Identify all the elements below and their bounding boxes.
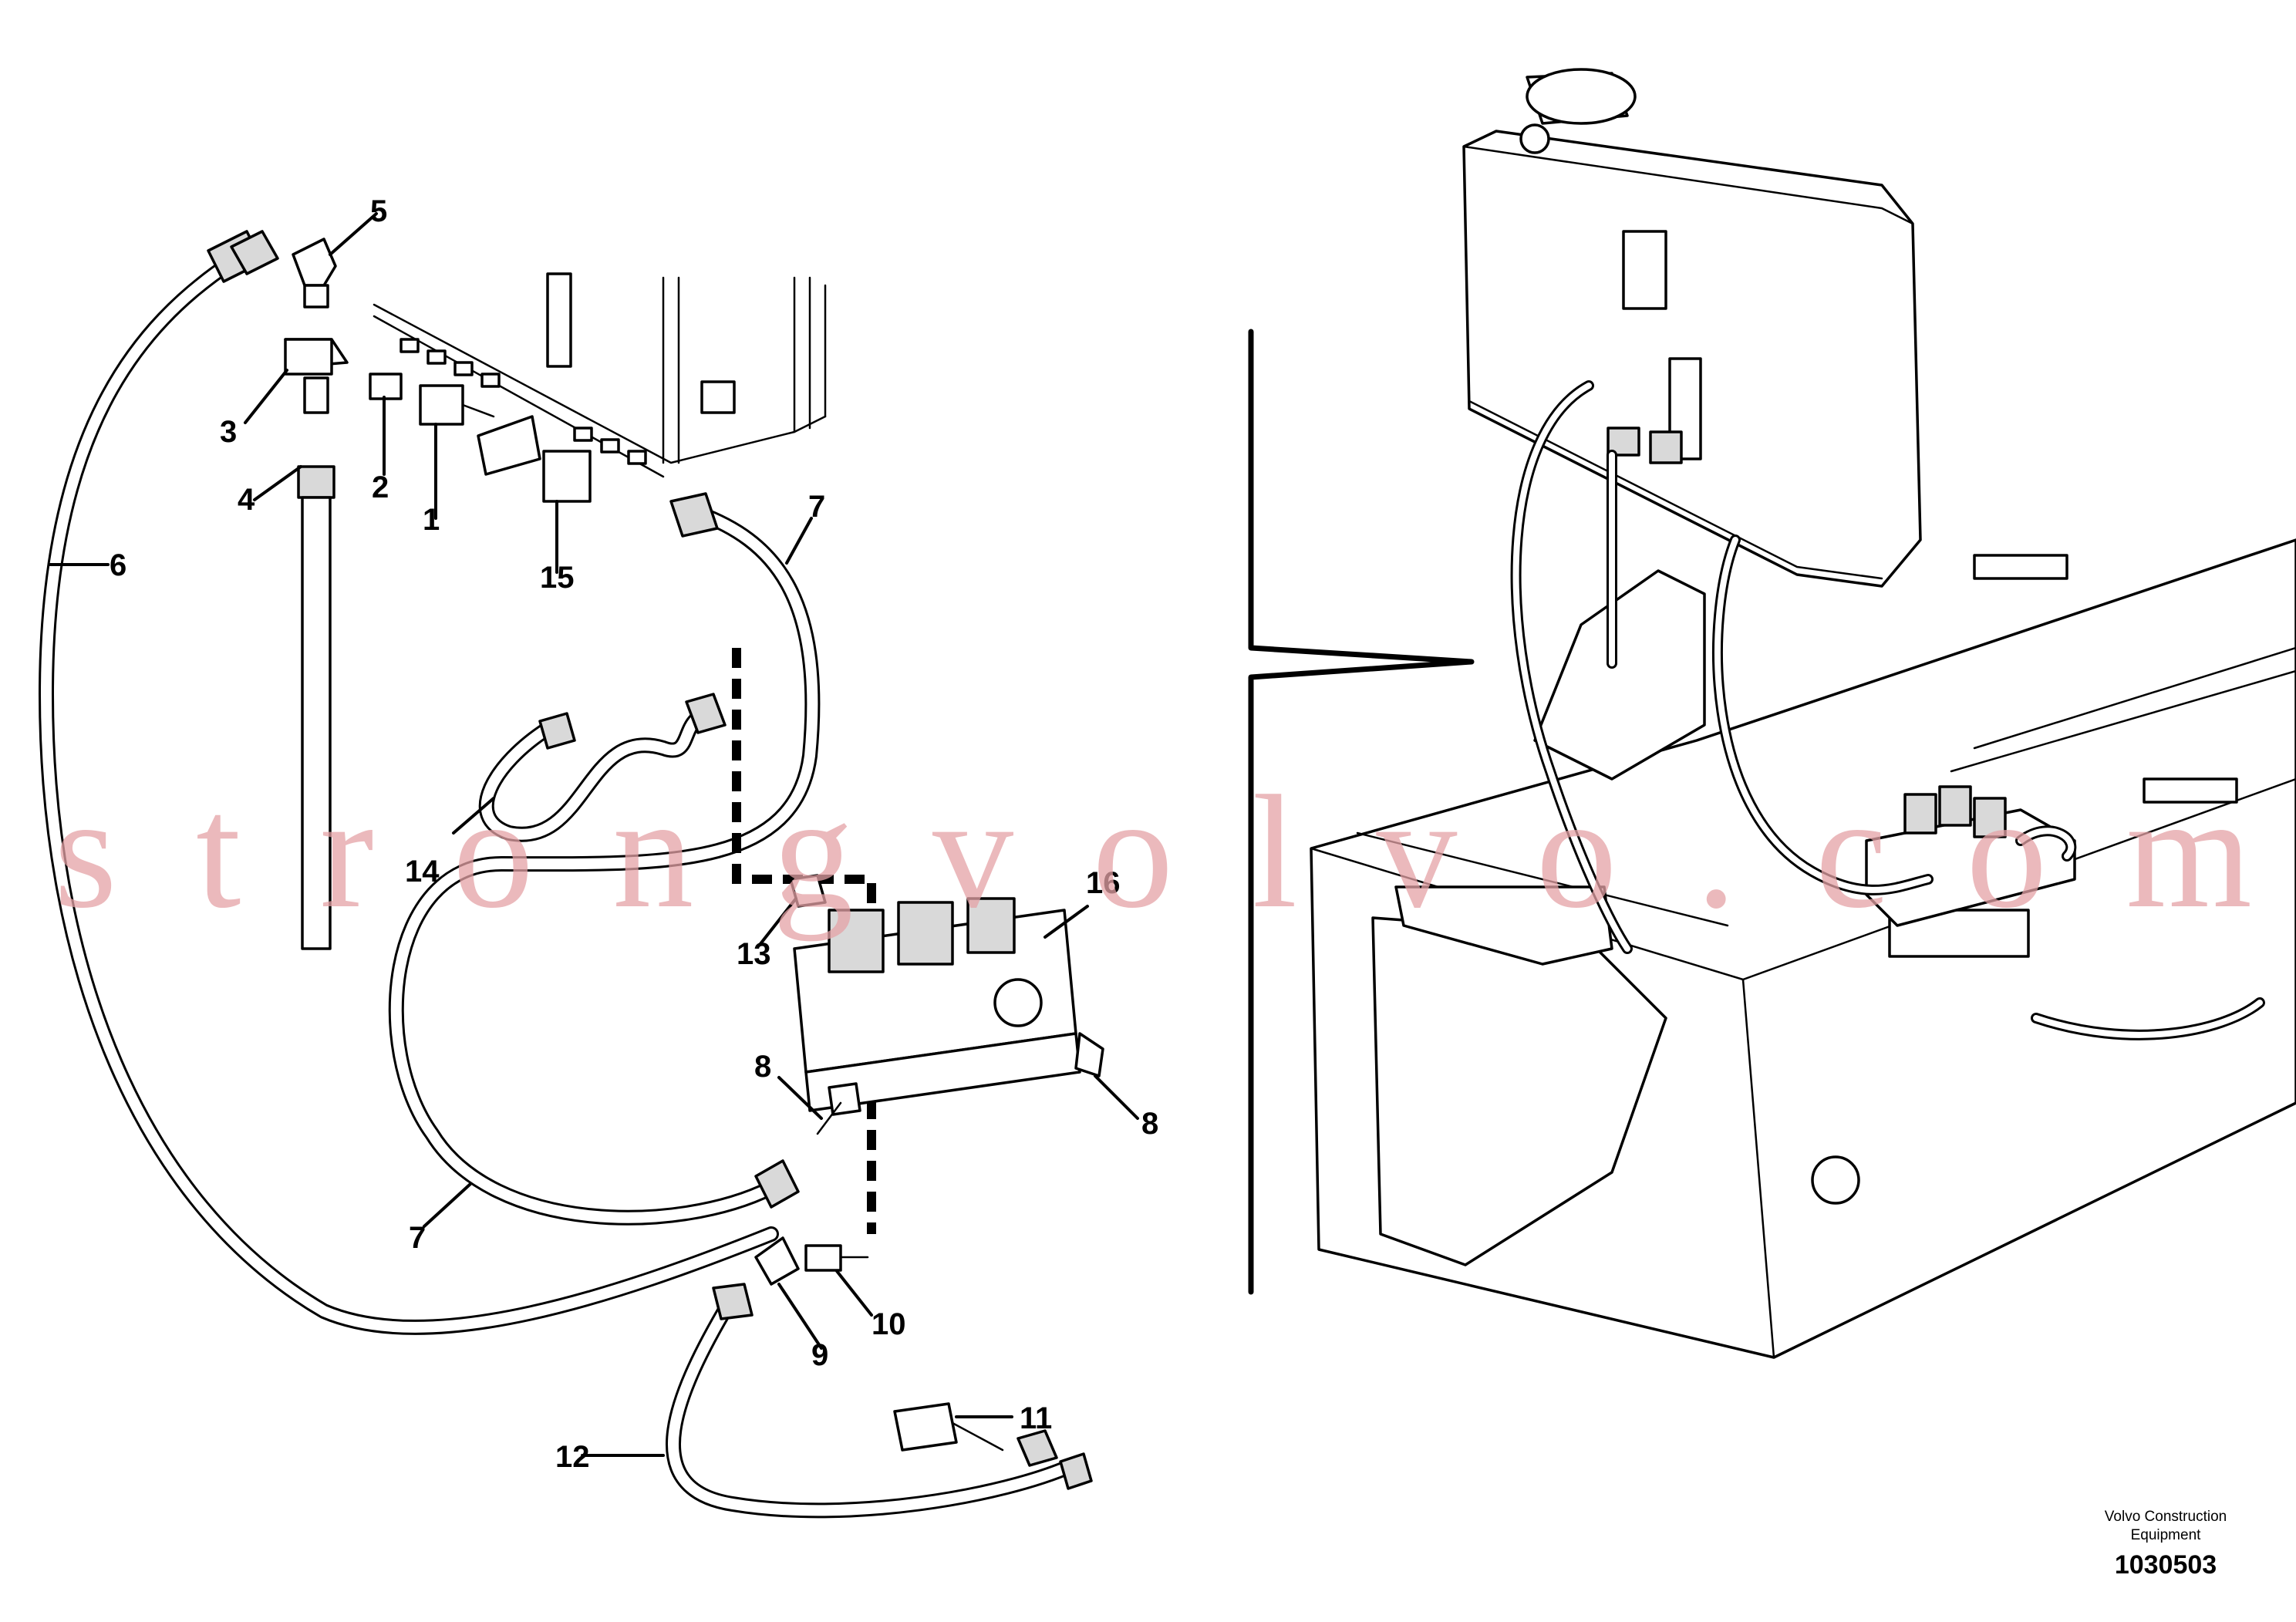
exploded-hydraulic-view: 1 2 3 4 5 6 7 7 8 8 9 10 11 12 13 14 15 … xyxy=(39,194,1158,1519)
machine-context-view xyxy=(1310,68,2296,1359)
callout-15: 15 xyxy=(540,561,575,595)
elbow-11 xyxy=(893,1402,958,1452)
callout-5: 5 xyxy=(370,194,387,228)
callout-labels: 1 2 3 4 5 6 7 7 8 8 9 10 11 12 13 14 15 … xyxy=(110,194,1158,1474)
adapter-2 xyxy=(369,373,403,400)
location-bracket xyxy=(1248,329,1475,1295)
callout-12: 12 xyxy=(555,1440,590,1474)
callout-8b: 8 xyxy=(1141,1107,1158,1141)
routed-hoses xyxy=(1510,380,2265,1040)
hydraulic-tank xyxy=(1462,68,1922,588)
footer-company-line1: Volvo Construction xyxy=(2105,1509,2227,1525)
elbow-5 xyxy=(292,238,337,287)
drain-fittings-row xyxy=(400,338,647,465)
callout-11: 11 xyxy=(1020,1401,1052,1435)
hose-14 xyxy=(478,693,727,842)
tube xyxy=(301,496,332,950)
callout-9: 9 xyxy=(811,1338,828,1372)
illustration-number: 1030503 xyxy=(2115,1550,2217,1580)
tee-block-assembly xyxy=(284,238,592,950)
callout-14: 14 xyxy=(405,855,440,889)
callout-7b: 7 xyxy=(409,1221,426,1255)
block-15 xyxy=(542,450,592,503)
hose-12 xyxy=(665,1283,1093,1519)
machine-frame xyxy=(1310,538,2296,1359)
footer-block: Volvo Construction Equipment 1030503 xyxy=(2105,1509,2227,1580)
callout-16: 16 xyxy=(1086,866,1121,900)
callout-1: 1 xyxy=(423,503,440,537)
callout-2: 2 xyxy=(372,470,389,504)
adapter-4 xyxy=(303,376,329,414)
leader-lines xyxy=(49,212,1139,1457)
tank-bottom-partial xyxy=(373,272,827,478)
control-valve-16 xyxy=(789,874,1104,1135)
adapter-1 xyxy=(419,384,464,426)
callout-7a: 7 xyxy=(808,490,825,524)
callout-8a: 8 xyxy=(754,1050,771,1084)
callout-10: 10 xyxy=(872,1307,906,1341)
callout-6: 6 xyxy=(110,548,126,582)
hose-6 xyxy=(39,230,779,1335)
callout-3: 3 xyxy=(220,415,237,449)
footer-company-line2: Equipment xyxy=(2131,1527,2202,1543)
fittings-9-10 xyxy=(754,1236,869,1286)
callout-13: 13 xyxy=(737,937,771,971)
callout-4: 4 xyxy=(238,483,255,517)
hose-7 xyxy=(388,492,821,1226)
